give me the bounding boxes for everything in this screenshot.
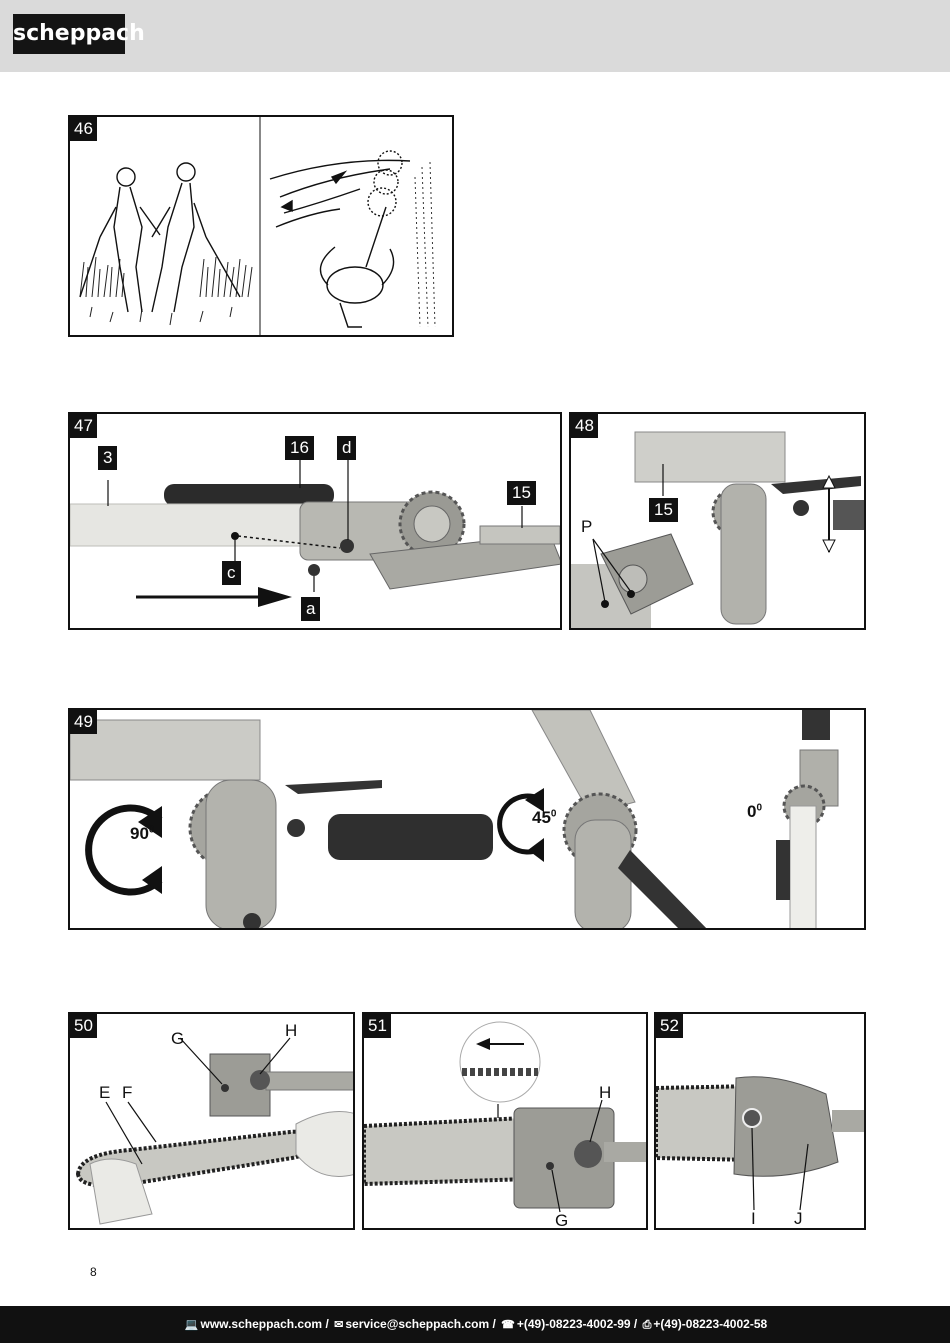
degree-sign: 0 [148,824,155,836]
figure-52: 52 I J [654,1012,866,1230]
angle-45-value: 45 [532,808,551,827]
label-a: a [301,597,321,621]
label-g: G [171,1029,185,1048]
label-c: c [222,561,241,585]
phone-icon: ☎ [501,1319,515,1331]
degree-sign: 0 [550,808,557,820]
angle-0-value: 0 [747,802,757,821]
figure-49: 49 900 450 00 [68,708,866,930]
footer-separator: / [489,1317,500,1331]
angle-0-label: 00 [747,802,762,822]
fax-icon: ⎙ [642,1319,652,1331]
label-15: 15 [507,481,536,505]
label-j: J [794,1209,803,1228]
label-16: 16 [285,436,314,460]
figure-46-illustration [79,117,436,335]
footer-phone: +(49)-08223-4002-99 [516,1317,631,1331]
scheppach-logo: scheppach [13,14,145,54]
figure-51-photo [364,1021,646,1213]
label-e: E [99,1083,111,1102]
angle-90-label: 900 [130,824,154,844]
figure-number: 48 [571,414,598,438]
page-header: scheppach [0,0,950,72]
figure-number: 51 [364,1014,391,1038]
figure-number: 47 [70,414,97,438]
label-f: F [122,1083,133,1102]
mail-icon: ✉ [334,1319,344,1331]
figure-51: 51 H G [362,1012,648,1230]
figure-50: 50 G H E F [68,1012,355,1230]
figure-48: 48 P 15 [569,412,866,630]
label-15: 15 [649,498,678,522]
degree-sign: 0 [756,802,763,814]
angle-90-value: 90 [130,824,149,843]
figure-number: 52 [656,1014,683,1038]
footer-separator: / [322,1317,333,1331]
figure-47: 47 3 16 d 15 c a [68,412,562,630]
page-footer: 💻www.scheppach.com / ✉service@scheppach.… [0,1306,950,1343]
label-d: d [337,436,357,460]
figure-49-photo [70,710,839,928]
figure-number: 46 [70,117,97,141]
figure-46: 46 [68,115,454,337]
figure-number: 50 [70,1014,97,1038]
footer-separator: / [630,1317,641,1331]
figure-48-photo [571,431,864,628]
footer-website: www.scheppach.com [200,1317,323,1331]
page-number: 8 [90,1265,97,1279]
footer-fax: +(49)-08223-4002-58 [653,1317,768,1331]
footer-email: service@scheppach.com [345,1317,490,1331]
label-3: 3 [98,446,118,470]
label-g: G [555,1211,569,1230]
figure-47-photo [70,458,560,607]
label-i: I [751,1209,756,1228]
label-h: H [599,1083,612,1102]
computer-icon: 💻 [184,1319,199,1331]
label-p: P [581,517,593,536]
figure-number: 49 [70,710,97,734]
figure-50-photo [75,1037,353,1225]
label-h: H [285,1021,298,1040]
angle-45-label: 450 [532,808,556,828]
figure-52-photo [656,1076,864,1211]
